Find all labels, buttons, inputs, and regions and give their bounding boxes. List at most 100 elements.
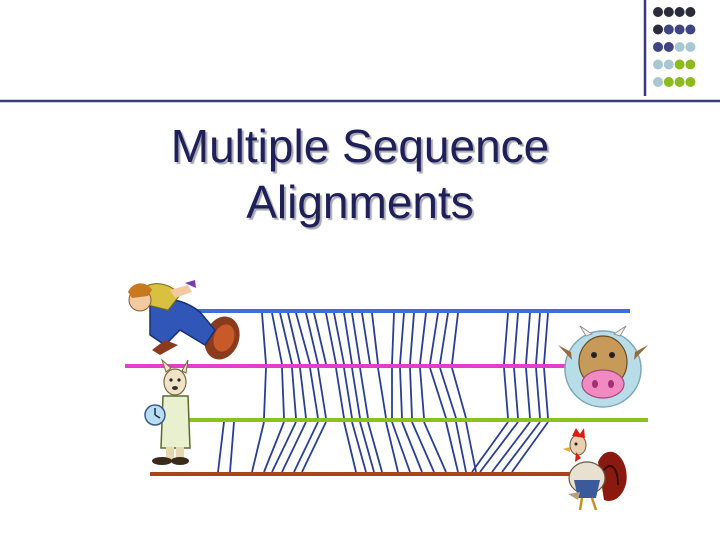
alignment-connector — [325, 312, 337, 365]
alignment-connector — [535, 367, 541, 419]
decorative-dot-grid — [0, 0, 720, 103]
decorative-dot — [685, 7, 696, 17]
alignment-connector — [429, 367, 447, 419]
alignment-connector — [359, 421, 375, 473]
alignment-connector — [401, 421, 423, 473]
decorative-dot — [674, 59, 685, 70]
decorative-dot — [653, 76, 663, 87]
alignment-connector — [351, 421, 367, 473]
alignment-connector — [287, 312, 301, 365]
alignment-connector — [343, 312, 353, 365]
alignment-connector — [455, 421, 467, 473]
alignment-connector — [229, 421, 235, 473]
alignment-connector — [281, 367, 285, 419]
alignment-connector — [293, 421, 319, 473]
alignment-connector — [313, 312, 327, 365]
alignment-connector — [409, 312, 415, 365]
alignment-connector — [271, 421, 297, 473]
decorative-dot — [663, 76, 674, 87]
decorative-dot — [663, 7, 674, 17]
alignment-connector — [503, 367, 509, 419]
alignment-connector — [411, 421, 435, 473]
alignment-connector — [263, 367, 267, 419]
alignment-connector — [385, 421, 399, 473]
alignment-connector — [471, 421, 509, 473]
decorative-dot — [663, 24, 674, 35]
alignment-connector — [367, 421, 383, 473]
alignment-connector — [399, 312, 405, 365]
alignment-connector — [409, 367, 413, 419]
alignment-connector — [271, 312, 283, 365]
alignment-connector — [491, 421, 531, 473]
alignment-connector — [543, 367, 549, 419]
decorative-dot — [653, 24, 663, 35]
alignment-connector — [217, 421, 225, 473]
alignment-connector — [423, 421, 447, 473]
alignment-connector — [479, 421, 519, 473]
alignment-connector — [513, 367, 519, 419]
alignment-connector — [419, 312, 427, 365]
alignment-connector — [543, 312, 549, 365]
alignment-connector — [371, 312, 379, 365]
alignment-connector — [391, 421, 411, 473]
alignment-connector — [439, 312, 449, 365]
alignment-connector — [333, 312, 345, 365]
alignment-connector — [343, 367, 353, 419]
alignment-connector — [445, 421, 459, 473]
alignment-connector — [305, 312, 319, 365]
title-line-1: Multiple Sequence — [170, 120, 550, 172]
alignment-connector — [263, 421, 285, 473]
alignment-connector — [503, 312, 509, 365]
alignment-connector — [359, 367, 369, 419]
dog-with-clock-icon — [144, 358, 191, 465]
cow-icon — [558, 325, 648, 408]
decorative-dot — [653, 7, 663, 17]
alignment-connector — [419, 367, 425, 419]
decorative-dot — [663, 41, 674, 52]
alignment-connectors — [217, 312, 549, 473]
dot-grid — [653, 7, 696, 87]
decorative-dot — [653, 41, 663, 52]
alignment-connector — [377, 367, 387, 419]
alignment-connector — [343, 421, 357, 473]
alignment-connector — [335, 367, 345, 419]
alignment-connector — [465, 421, 477, 473]
alignment-connector — [513, 312, 519, 365]
alignment-connector — [281, 421, 307, 473]
alignment-connector — [525, 367, 531, 419]
title-line-2: Alignments — [246, 176, 474, 228]
alignment-connector — [309, 367, 319, 419]
alignment-connector — [511, 421, 549, 473]
alignment-connector — [261, 312, 267, 365]
decorative-dot — [685, 76, 696, 87]
rooster-icon — [563, 428, 627, 511]
running-man-icon — [128, 280, 240, 360]
alignment-connector — [361, 312, 371, 365]
alignment-connector — [451, 367, 467, 419]
alignment-connector — [429, 312, 439, 365]
alignment-connector — [391, 312, 395, 365]
decorative-dot — [674, 7, 685, 17]
alignment-connector — [299, 367, 307, 419]
decorative-dot — [685, 41, 696, 52]
alignment-connector — [451, 312, 459, 365]
alignment-connector — [501, 421, 541, 473]
alignment-connector — [301, 421, 327, 473]
decorative-dot — [685, 59, 696, 70]
decorative-dot — [674, 24, 685, 35]
decorative-dot — [685, 24, 696, 35]
alignment-connector — [535, 312, 541, 365]
alignment-connector — [279, 312, 293, 365]
slide-title: Multiple Sequence Alignments — [60, 118, 660, 230]
decorative-dot — [663, 59, 674, 70]
alignment-connector — [295, 312, 311, 365]
decorative-dot — [674, 41, 685, 52]
alignment-connector — [525, 312, 531, 365]
alignment-connector — [317, 367, 327, 419]
alignment-connector — [251, 421, 265, 473]
alignment-connector — [291, 367, 297, 419]
decorative-dot — [674, 76, 685, 87]
alignment-connector — [351, 312, 361, 365]
